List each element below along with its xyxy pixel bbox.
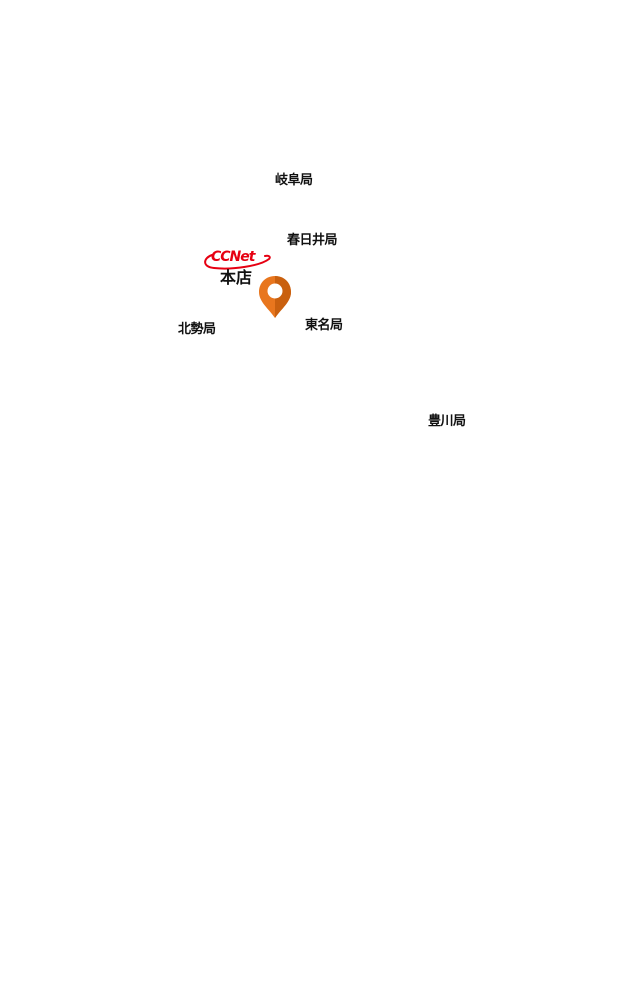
office-label-tomei: 東名局 — [305, 318, 343, 333]
office-label-toyokawa: 豊川局 — [428, 414, 466, 429]
headquarters-marker[interactable] — [258, 275, 292, 319]
office-label-kasugai: 春日井局 — [287, 233, 338, 248]
ccnet-logo-swoosh-icon — [204, 254, 271, 270]
office-label-hokusei: 北勢局 — [178, 322, 216, 337]
ccnet-logo-text: CCNet — [211, 249, 255, 265]
headquarters-label: 本店 — [220, 268, 253, 287]
location-pin-icon — [259, 276, 291, 318]
ccnet-logo: CCNet — [202, 249, 272, 273]
office-label-gifu: 岐阜局 — [275, 173, 313, 188]
